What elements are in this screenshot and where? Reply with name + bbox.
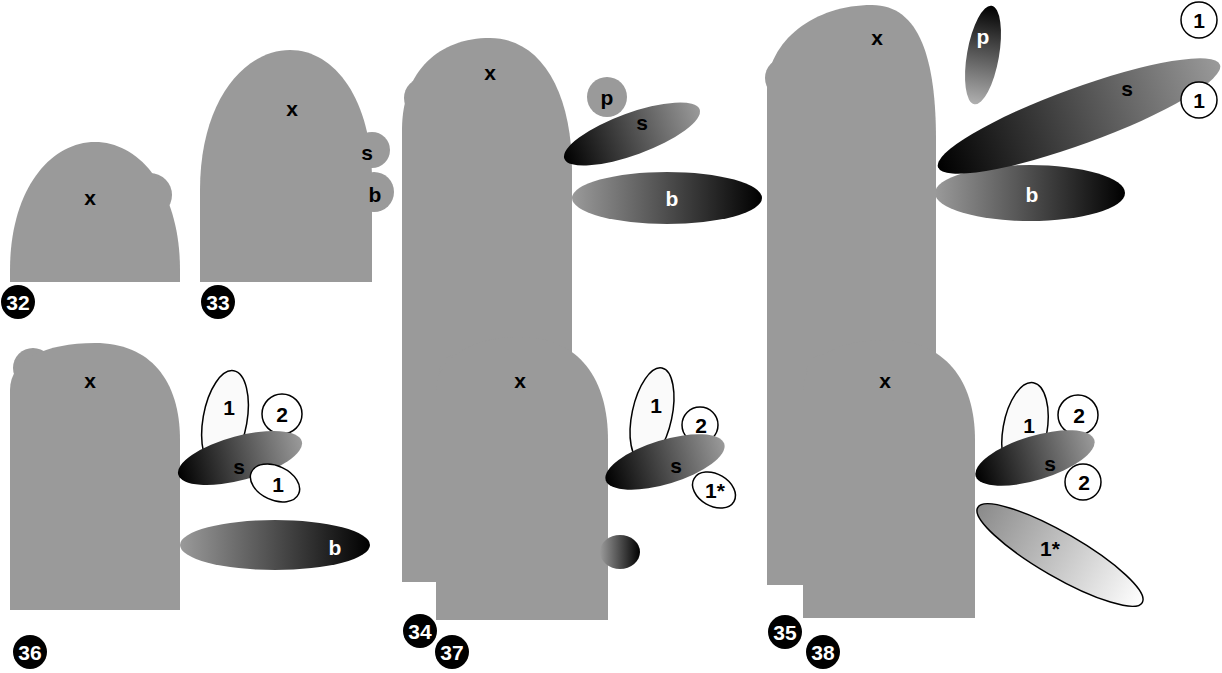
panel-number: 33 (206, 292, 229, 313)
part-label: s (361, 142, 373, 163)
panel-disc (435, 635, 469, 669)
part-label: p (977, 26, 990, 47)
panel-number: 38 (811, 642, 834, 663)
branch-s (557, 90, 707, 179)
part-label: 1* (1040, 538, 1060, 559)
panel-disc (403, 614, 437, 648)
part-label: s (1044, 453, 1056, 474)
part-label: x (286, 98, 298, 119)
part-label: s (670, 455, 682, 476)
part-label: 2 (1073, 405, 1085, 426)
part-label: 1 (1193, 90, 1205, 111)
cell-body (10, 142, 180, 282)
branch-b (572, 172, 762, 224)
part-label: b (329, 537, 342, 558)
part-label: 2 (276, 404, 288, 425)
cell-2 (1058, 395, 1098, 435)
part-label: b (1026, 184, 1039, 205)
cell-1 (1181, 2, 1217, 38)
cell-1-star (686, 465, 742, 516)
cell-body (436, 337, 608, 620)
part-label: x (514, 370, 526, 391)
cell-2 (262, 394, 302, 434)
panel-number: 34 (408, 621, 431, 642)
branch-s (969, 419, 1100, 497)
cell-1 (244, 457, 305, 510)
cell-bodies (10, 5, 975, 620)
bud-p (587, 77, 627, 117)
part-label: x (879, 370, 891, 391)
part-label: 1 (1193, 10, 1205, 31)
panel-number: 35 (773, 622, 796, 643)
panel-disc (1, 285, 35, 319)
part-label: 1 (1023, 415, 1035, 436)
branch-p (959, 3, 1008, 107)
panel-number: 36 (18, 642, 41, 663)
panel-discs (1, 285, 840, 669)
cell-1 (1181, 82, 1217, 118)
part-label: 1* (705, 480, 725, 501)
part-label: 1 (650, 395, 662, 416)
part-label: b (369, 184, 382, 205)
part-label: x (484, 62, 496, 83)
part-label: 2 (1078, 472, 1090, 493)
cell-1-star (967, 488, 1154, 621)
branch-stub (600, 535, 640, 569)
part-label: s (1121, 78, 1133, 99)
part-label: b (666, 188, 679, 209)
panel-disc (201, 285, 235, 319)
panel-disc (13, 635, 47, 669)
cell-body (10, 343, 180, 610)
part-label: s (233, 456, 245, 477)
part-label: p (601, 87, 614, 108)
cell-body (803, 340, 975, 618)
cell-2 (1065, 464, 1101, 500)
part-label: 1 (223, 397, 235, 418)
part-label: x (84, 370, 96, 391)
part-label: s (636, 112, 648, 133)
branch-s (928, 38, 1222, 193)
panel-number: 37 (440, 642, 463, 663)
part-label: 2 (695, 415, 707, 436)
cell-body (200, 50, 372, 282)
part-label: 1 (272, 474, 284, 495)
part-label: x (84, 187, 96, 208)
panel-number: 32 (6, 292, 29, 313)
panel-disc (806, 635, 840, 669)
branch-b (180, 520, 370, 570)
part-label: x (871, 27, 883, 48)
branch-s (599, 423, 730, 501)
panel-disc (768, 615, 802, 649)
